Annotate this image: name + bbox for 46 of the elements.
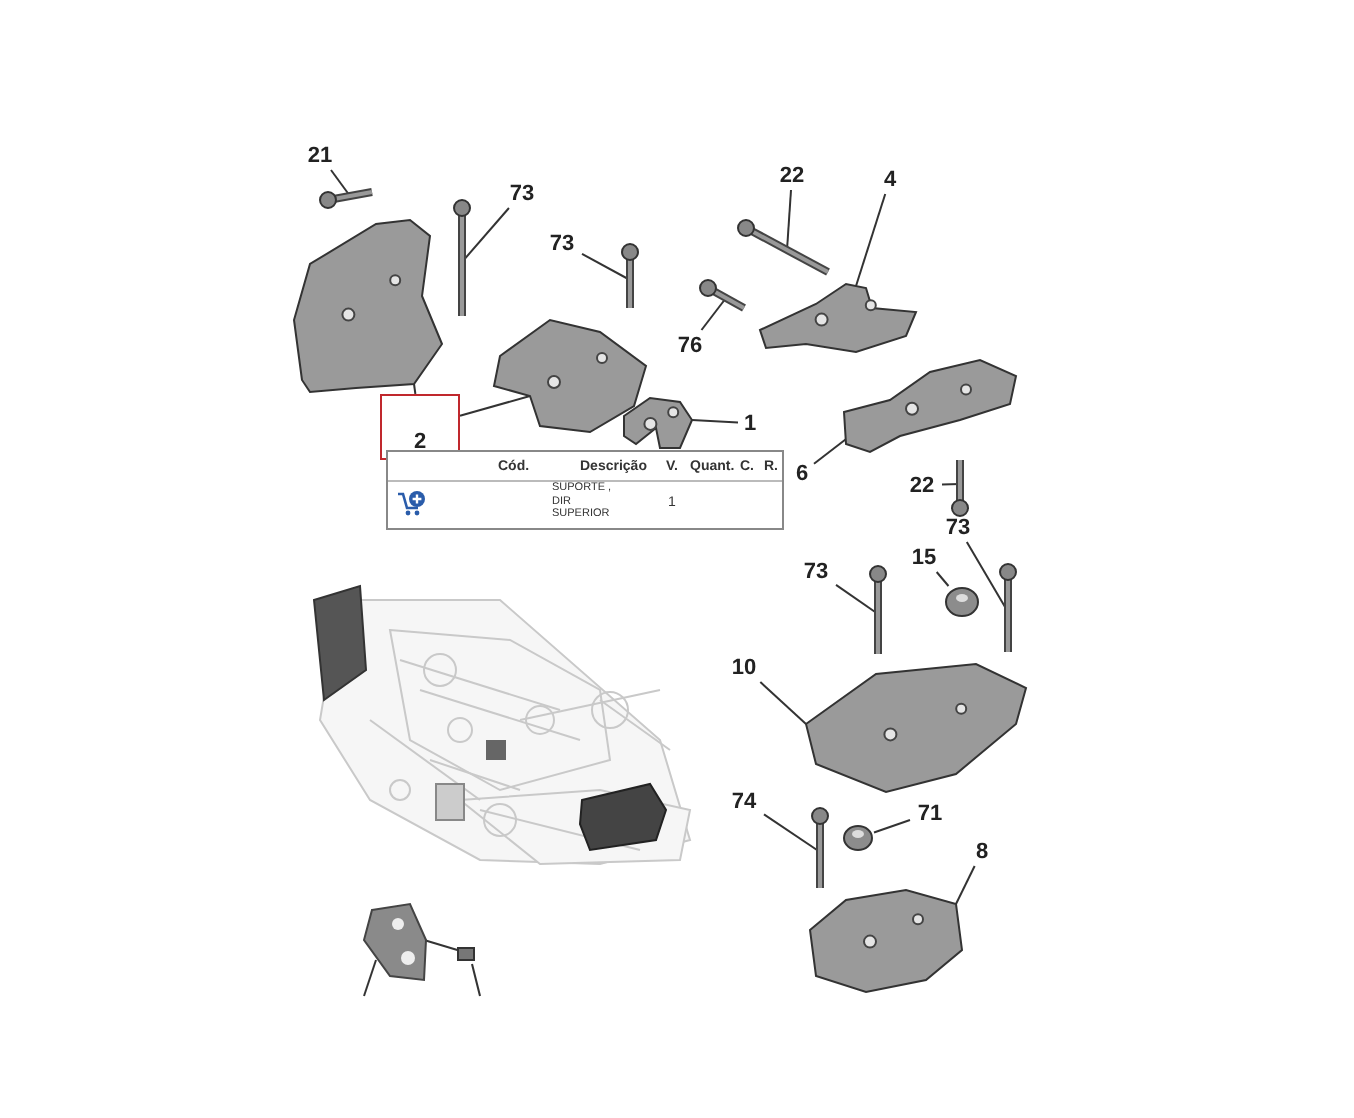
bolt-drawing	[616, 244, 644, 312]
leader-line	[955, 865, 976, 905]
callout-number: 8	[970, 836, 994, 866]
bolt-drawing	[448, 200, 476, 320]
leader-line	[786, 189, 792, 251]
nut-drawing	[842, 824, 874, 852]
callout-number: 71	[910, 798, 950, 828]
bracket-drawing	[620, 392, 696, 450]
callout-number: 21	[302, 140, 338, 170]
callout-number: 22	[772, 160, 812, 190]
leader-line	[459, 395, 531, 417]
callout-number: 4	[878, 164, 902, 194]
leader-line	[941, 483, 961, 486]
bracket-drawing	[756, 280, 920, 352]
leader-line	[461, 207, 510, 263]
leader-line	[855, 193, 887, 287]
callout-number: 73	[502, 178, 542, 208]
callout-number: 73	[796, 556, 836, 586]
bolt-drawing	[994, 564, 1022, 656]
callout-number: 10	[724, 652, 764, 682]
callout-number: 22	[902, 470, 942, 500]
callout-number: 73	[542, 228, 582, 258]
bolt-drawing	[806, 808, 834, 892]
callout-number: 76	[670, 330, 710, 360]
bracket-drawing	[490, 316, 650, 436]
leader-line	[763, 813, 821, 853]
callout-number: 6	[790, 458, 814, 488]
leader-line	[700, 297, 727, 331]
nut-drawing	[944, 586, 980, 618]
bolt-drawing	[736, 216, 832, 276]
leader-line	[873, 818, 911, 834]
callout-number: 73	[938, 512, 978, 542]
callout-number: 74	[724, 786, 764, 816]
callout-number: 15	[904, 542, 944, 572]
leader-line	[691, 419, 739, 424]
bolt-drawing	[946, 456, 974, 516]
leader-line	[835, 583, 879, 615]
bracket-drawing	[840, 356, 1020, 452]
leader-line	[935, 571, 950, 587]
bolt-drawing	[700, 280, 748, 316]
leader-line	[330, 169, 351, 197]
leader-line	[759, 681, 807, 725]
bolt-drawing	[864, 566, 892, 658]
callout-number: 1	[738, 408, 762, 438]
leader-line	[413, 383, 417, 395]
leader-line	[581, 252, 631, 281]
